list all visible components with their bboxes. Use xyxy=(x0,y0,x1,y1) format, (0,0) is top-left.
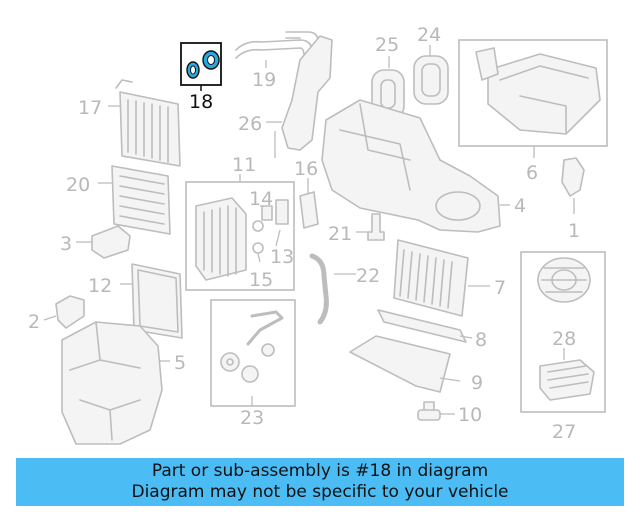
callout-2: 2 xyxy=(28,311,40,333)
part-9-plate xyxy=(349,335,451,393)
part-5-housing xyxy=(61,321,163,445)
callout-9: 9 xyxy=(471,372,483,394)
callout-25: 25 xyxy=(375,34,399,56)
callout-17: 17 xyxy=(78,97,102,119)
part-26-bracket xyxy=(281,35,333,151)
callout-14: 14 xyxy=(249,188,273,210)
callout-19: 19 xyxy=(252,69,276,91)
callout-22: 22 xyxy=(356,265,380,287)
part-10-plug xyxy=(417,401,441,421)
part-11-assembly xyxy=(195,197,289,281)
banner-line-2: Diagram may not be specific to your vehi… xyxy=(131,482,509,502)
group-box-23 xyxy=(210,299,296,407)
callout-16: 16 xyxy=(294,158,318,180)
callout-7: 7 xyxy=(494,277,506,299)
leader-lines xyxy=(43,45,575,415)
part-20-evaporator xyxy=(111,165,171,235)
callout-27: 27 xyxy=(552,421,576,443)
callout-4: 4 xyxy=(514,195,526,217)
banner-line-1: Part or sub-assembly is #18 in diagram xyxy=(151,461,489,481)
callout-5: 5 xyxy=(174,352,186,374)
part-22-hose xyxy=(309,253,329,325)
callout-15: 15 xyxy=(249,269,273,291)
part-18-seal-rings xyxy=(186,50,220,79)
info-banner: Part or sub-assembly is #18 in diagram D… xyxy=(16,458,624,506)
callout-3: 3 xyxy=(60,233,72,255)
part-8-strip xyxy=(377,309,467,343)
part-21-sensor xyxy=(367,213,385,241)
callout-8: 8 xyxy=(475,329,487,351)
callout-18: 18 xyxy=(189,91,213,113)
part-12-frame xyxy=(131,263,183,339)
parts-diagram: 1 2 3 4 5 6 7 8 9 10 11 12 13 14 15 16 1… xyxy=(28,24,608,445)
callout-24: 24 xyxy=(417,24,441,46)
part-1-bracket xyxy=(561,157,585,197)
part-2-bracket xyxy=(55,295,85,329)
callout-1: 1 xyxy=(568,220,580,242)
part-4-housing xyxy=(321,99,501,233)
callout-12: 12 xyxy=(88,275,112,297)
part-23-assembly xyxy=(220,310,284,383)
callout-13: 13 xyxy=(270,246,294,268)
callout-6: 6 xyxy=(526,162,538,184)
group-box-6 xyxy=(458,39,608,147)
part-24-gasket xyxy=(413,55,449,105)
part-28-resistor xyxy=(539,359,595,401)
callout-23: 23 xyxy=(240,407,264,429)
part-6-blower-housing xyxy=(475,47,601,135)
callout-20: 20 xyxy=(66,174,90,196)
callout-10: 10 xyxy=(458,404,482,426)
callout-28: 28 xyxy=(552,328,576,350)
part-7-filter xyxy=(393,239,469,317)
part-17-heater-core xyxy=(115,79,181,167)
callout-26: 26 xyxy=(238,113,262,135)
part-27-blower-motor xyxy=(537,257,591,303)
part-3-module xyxy=(91,225,131,259)
callout-21: 21 xyxy=(328,223,352,245)
callout-11: 11 xyxy=(232,154,256,176)
part-16-valve xyxy=(299,191,319,229)
group-box-27 xyxy=(520,251,606,413)
